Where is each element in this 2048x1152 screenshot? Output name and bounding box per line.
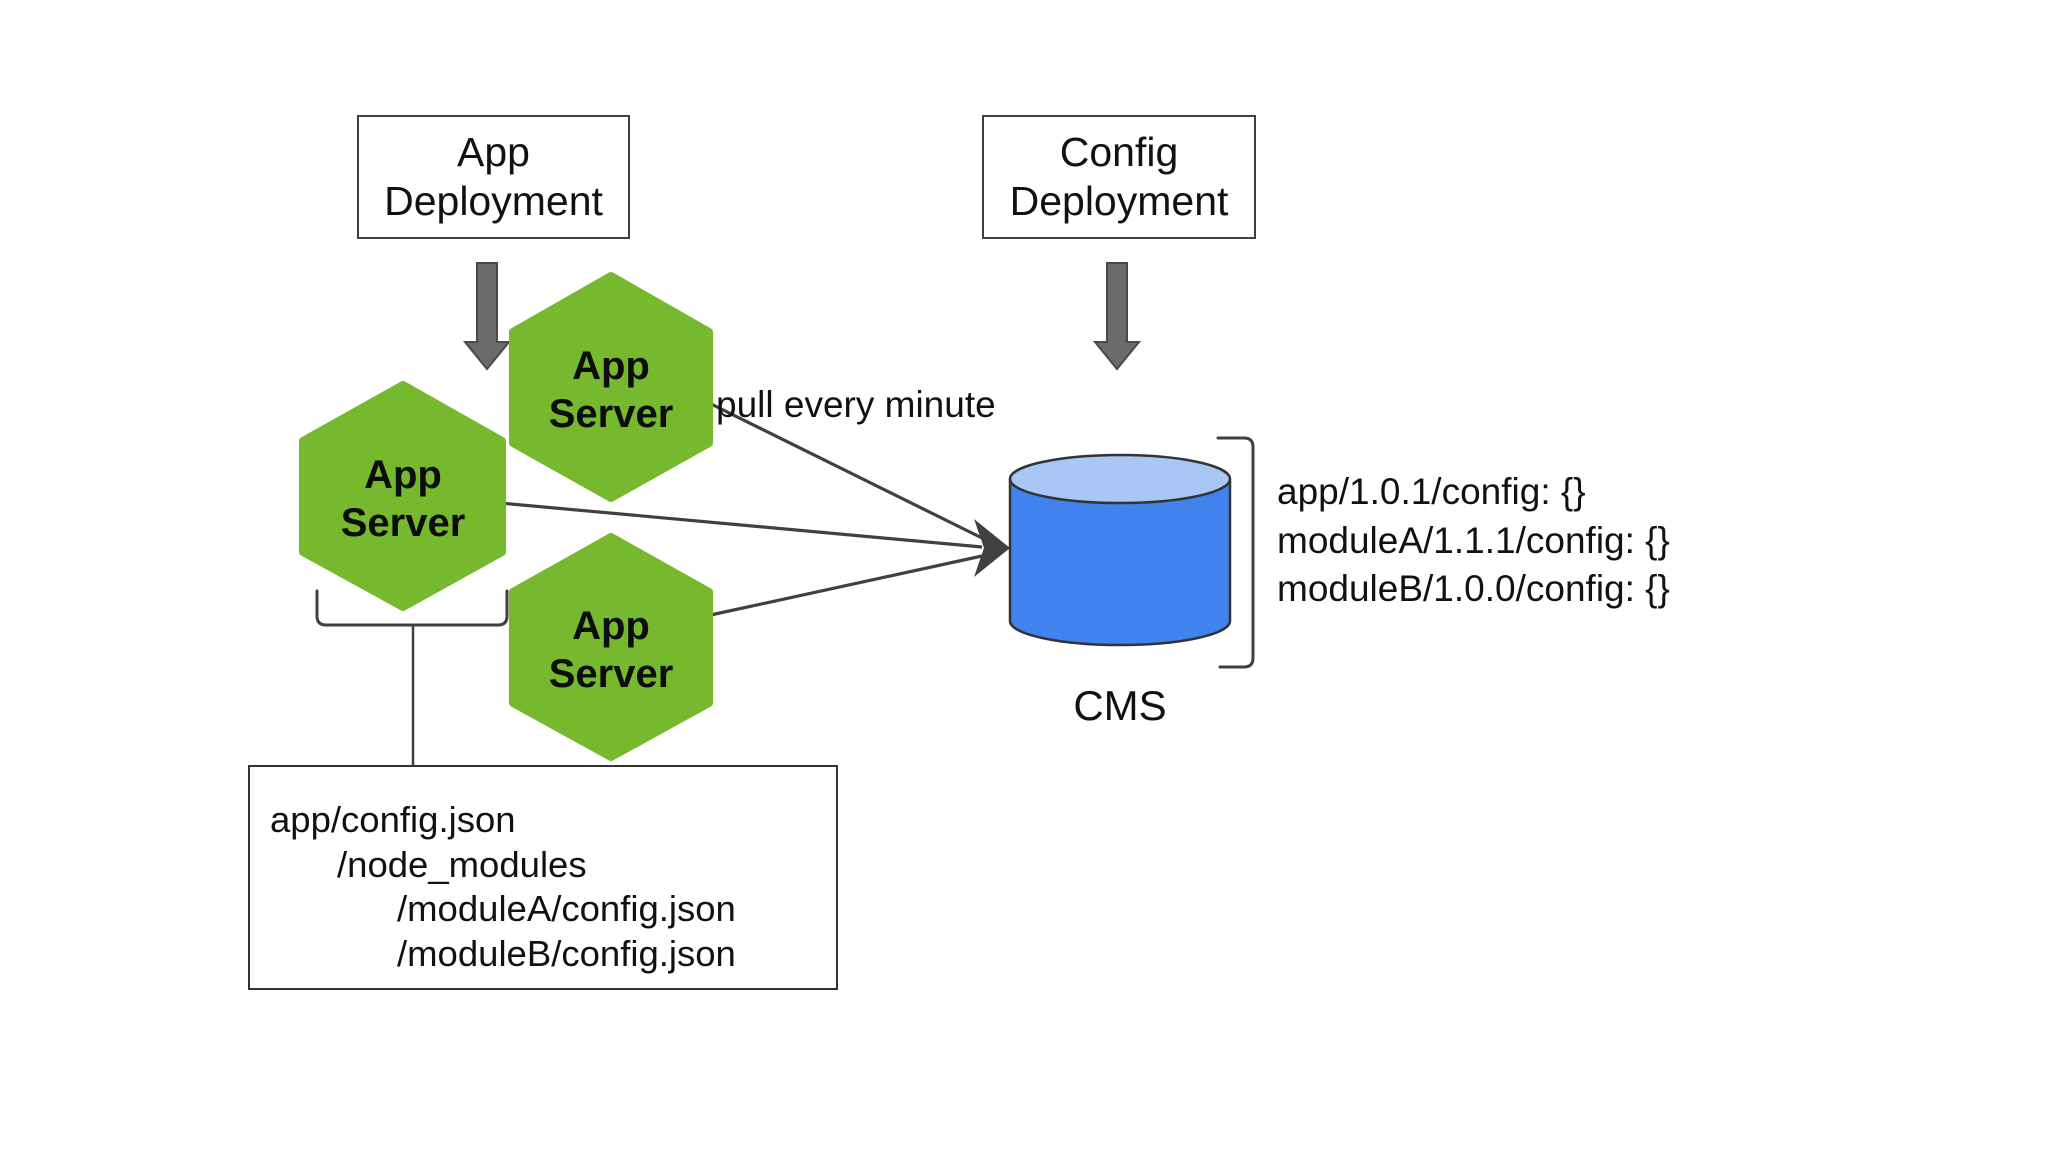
cms-config-list: app/1.0.1/config: {} moduleA/1.1.1/confi… [1277, 468, 1670, 614]
cms-config-entry: app/1.0.1/config: {} [1277, 471, 1586, 512]
app-deployment-arrow-icon [462, 262, 512, 371]
app-server-hexagon-left [299, 381, 506, 611]
app-deployment-box: App Deployment [357, 115, 630, 239]
app-server-label-bottom: App Server [511, 602, 711, 698]
app-server-label-left-line1: App [364, 453, 442, 497]
config-deployment-label-line2: Deployment [1009, 178, 1229, 224]
file-path-line: /moduleB/config.json [397, 932, 736, 974]
cms-config-entry: moduleB/1.0.0/config: {} [1277, 568, 1670, 609]
cms-bracket [1216, 436, 1255, 669]
connector-left-server-to-cms [499, 501, 983, 549]
app-deployment-label-line2: Deployment [384, 178, 603, 224]
cms-cylinder-top [1008, 453, 1232, 505]
cms-arrowhead-icon [974, 519, 1010, 577]
cms-label: CMS [1073, 682, 1167, 729]
connector-bottom-server-to-cms [705, 554, 983, 618]
cms-cylinder-body [1008, 479, 1232, 647]
app-server-hexagon-top [509, 272, 713, 502]
file-path-line: app/config.json [270, 799, 516, 840]
app-server-label-top: App Server [511, 342, 711, 438]
file-path-line: /moduleA/config.json [397, 888, 736, 929]
config-deployment-arrow-icon [1092, 262, 1142, 371]
app-server-label-bottom-line2: Server [548, 652, 674, 696]
config-deployment-label-line1: Config [1059, 129, 1179, 175]
app-server-hexagon-bottom [509, 533, 713, 761]
pull-every-minute-label: pull every minute [716, 384, 996, 425]
config-deployment-box: Config Deployment [982, 115, 1256, 239]
app-server-label-top-line1: App [572, 344, 650, 388]
file-path-line: /node_modules [337, 843, 587, 885]
cms-config-entry: moduleA/1.1.1/config: {} [1277, 519, 1670, 561]
app-server-label-bottom-line1: App [572, 604, 650, 648]
app-server-label-left-line2: Server [340, 501, 466, 545]
app-server-label-left: App Server [303, 451, 503, 547]
file-structure-box: app/config.json /node_modules /moduleA/c… [248, 765, 838, 990]
connector-top-server-to-cms [702, 398, 983, 540]
app-server-label-top-line2: Server [548, 392, 674, 436]
app-deployment-label-line1: App [457, 129, 530, 175]
